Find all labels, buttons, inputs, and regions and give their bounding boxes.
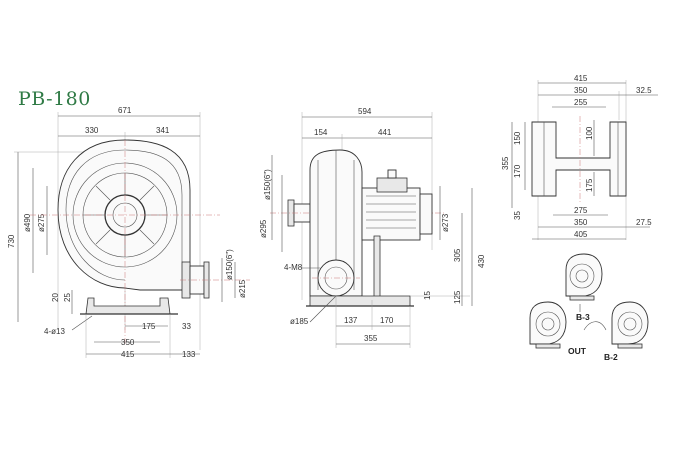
dim-base-255: 255 [574,98,588,107]
dim-front-730: 730 [7,234,16,248]
dim-side-154: 154 [314,128,328,137]
dim-side-430: 430 [477,254,486,268]
dim-side-15: 15 [423,291,432,300]
label-side-bolts: 4-M8 [284,263,303,272]
dim-side-d295: ø295 [259,219,268,238]
dim-front-350: 350 [121,338,135,347]
dim-side-441: 441 [378,128,392,137]
dim-base-27-5: 27.5 [636,218,652,227]
dim-front-d275: ø275 [37,213,46,232]
dim-base-350: 350 [574,86,588,95]
label-front-holes: 4-ø13 [44,327,65,336]
dim-base-170: 170 [513,164,522,178]
base-view: 415 350 32.5 255 150 355 170 35 100 175 [501,74,658,240]
dim-base-415: 415 [574,74,588,83]
dim-side-125: 125 [453,290,462,304]
dim-base-35: 35 [513,211,522,220]
dim-front-33: 33 [182,322,191,331]
dim-front-20: 20 [51,293,60,302]
dim-side-137: 137 [344,316,358,325]
dim-side-355: 355 [364,334,378,343]
dim-side-d273: ø273 [441,213,450,232]
sketch-out: OUT [529,301,587,356]
dim-front-d490: ø490 [23,213,32,232]
dim-side-170: 170 [380,316,394,325]
dim-side-inlet: ø150(6") [263,169,272,200]
dim-front-outlet: ø150(6") [225,249,234,280]
dim-base-405: 405 [574,230,588,239]
model-title: PB-180 [18,88,91,110]
label-b3: B-3 [576,312,590,322]
dim-front-671: 671 [118,106,132,115]
label-b2: B-2 [604,352,618,362]
dim-front-133: 133 [182,350,196,359]
dim-base-175: 175 [585,178,594,192]
dim-front-25: 25 [63,293,72,302]
dim-base-150: 150 [513,131,522,145]
dim-base-350b: 350 [574,218,588,227]
orientation-sketches: B-3 OUT B-2 [529,253,649,362]
dim-side-305: 305 [453,248,462,262]
dim-side-594: 594 [358,107,372,116]
dim-front-d215: ø215 [238,279,247,298]
dim-base-100: 100 [585,126,594,140]
label-out: OUT [568,346,587,356]
dim-front-341: 341 [156,126,170,135]
dim-base-275: 275 [574,206,588,215]
sketch-b3: B-3 [565,253,603,322]
dim-base-32-5: 32.5 [636,86,652,95]
dim-front-415: 415 [121,350,135,359]
front-view: 671 330 341 730 ø490 ø275 [7,106,250,359]
dim-side-d185: ø185 [290,317,309,326]
side-view: 594 154 441 ø150(6") ø295 [259,107,486,348]
sketch-b2: B-2 [604,301,649,362]
dim-base-355: 355 [501,156,510,170]
dim-front-175: 175 [142,322,156,331]
dim-front-330: 330 [85,126,99,135]
